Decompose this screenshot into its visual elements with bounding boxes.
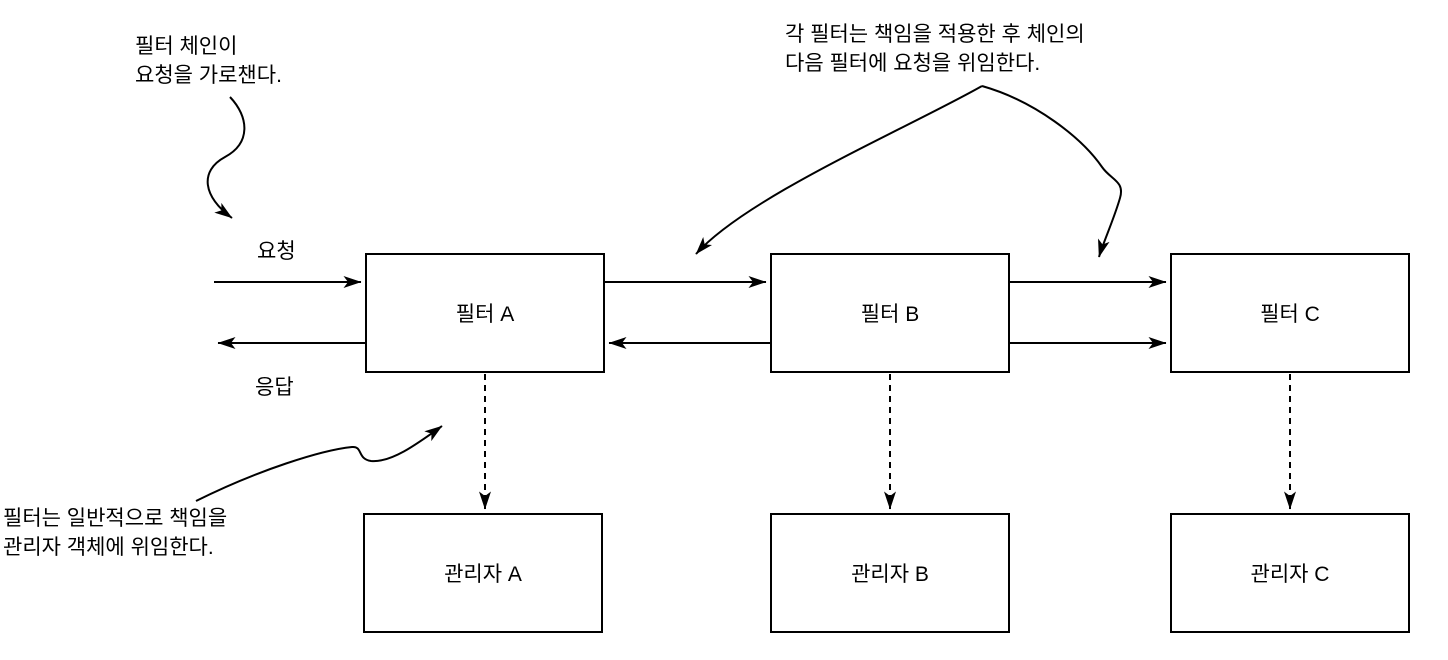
annotation-bottom-left-line2: 관리자 객체에 위임한다. (3, 536, 214, 559)
annotation-top-left-line1: 필터 체인이 (135, 35, 238, 58)
annotation-top-right-line1: 각 필터는 책임을 적용한 후 체인의 (785, 23, 1085, 46)
annotation-top-right: 각 필터는 책임을 적용한 후 체인의 다음 필터에 요청을 위임한다. (785, 20, 1085, 78)
filter-a-box: 필터 A (365, 253, 605, 373)
manager-a-label: 관리자 A (444, 563, 522, 586)
manager-c-box: 관리자 C (1170, 513, 1410, 633)
annotation-top-right-line2: 다음 필터에 요청을 위임한다. (785, 52, 1041, 75)
request-label: 요청 (257, 240, 296, 263)
annotation-bottom-left-line1: 필터는 일반적으로 책임을 (3, 507, 228, 530)
manager-b-box: 관리자 B (770, 513, 1010, 633)
filter-a-label: 필터 A (455, 303, 515, 326)
manager-c-label: 관리자 C (1250, 563, 1330, 586)
filter-b-box: 필터 B (770, 253, 1010, 373)
filter-b-label: 필터 B (860, 303, 920, 326)
response-label: 응답 (255, 376, 294, 399)
annotation-top-left-line2: 요청을 가로챈다. (135, 64, 282, 87)
annotation-top-left: 필터 체인이 요청을 가로챈다. (135, 32, 282, 90)
annotation-bottom-left: 필터는 일반적으로 책임을 관리자 객체에 위임한다. (3, 504, 227, 562)
filter-c-box: 필터 C (1170, 253, 1410, 373)
manager-a-box: 관리자 A (363, 513, 603, 633)
top-right-annotation-arrow-right (981, 85, 1123, 258)
top-left-annotation-arrow (206, 96, 246, 219)
filter-c-label: 필터 C (1260, 303, 1320, 326)
manager-b-label: 관리자 B (851, 563, 929, 586)
top-right-annotation-arrow-left (695, 85, 983, 255)
bottom-left-annotation-arrow (195, 425, 443, 502)
